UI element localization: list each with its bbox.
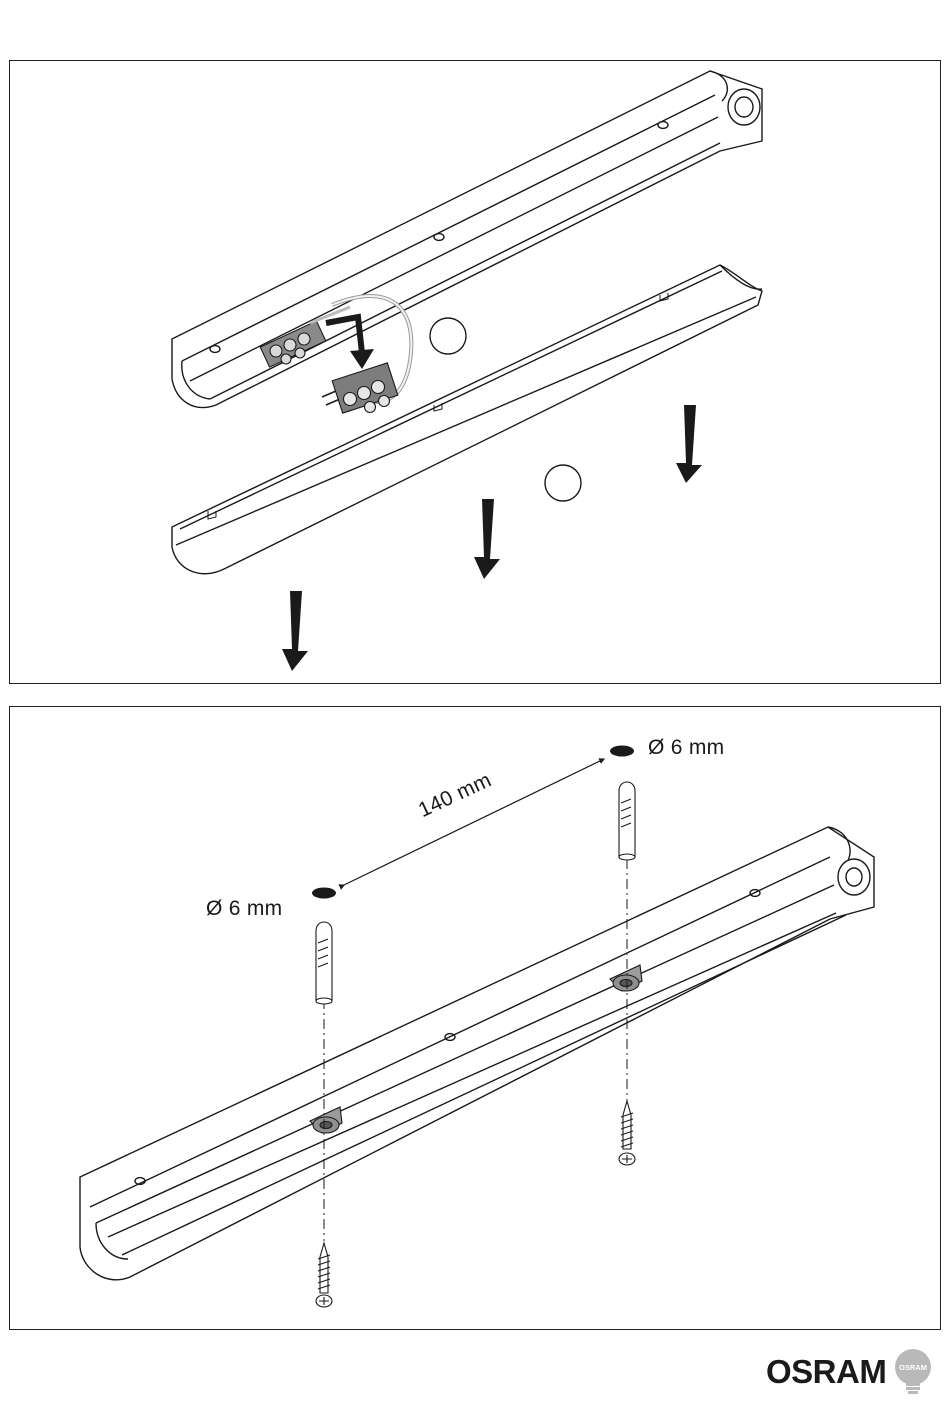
wall-plug-left (316, 922, 332, 1004)
luminaire-body-upper (172, 71, 762, 407)
brand-wordmark: OSRAM (766, 1353, 886, 1391)
terminal-block-loose (322, 363, 398, 413)
step-1-illustration (10, 61, 941, 684)
drill-hole-right (610, 746, 634, 757)
step-2-illustration (10, 707, 941, 1330)
hole-diameter-label-left: Ø 6 mm (206, 897, 282, 921)
osram-logo: OSRAM OSRAM (766, 1348, 932, 1396)
drill-hole-left (312, 888, 336, 899)
callout-circle-2 (545, 465, 581, 501)
hole-diameter-label-right: Ø 6 mm (648, 736, 724, 760)
screw-left (316, 1243, 332, 1307)
wall-plug-right (619, 782, 635, 860)
bulb-logo-icon: OSRAM (894, 1348, 932, 1396)
step-1-panel (9, 60, 941, 684)
svg-text:OSRAM: OSRAM (899, 1363, 927, 1372)
step-2-panel: Ø 6 mm Ø 6 mm 140 mm (9, 706, 941, 1330)
screw-right (619, 1101, 635, 1165)
luminaire-body (80, 827, 874, 1280)
callout-circle-1 (430, 318, 466, 354)
